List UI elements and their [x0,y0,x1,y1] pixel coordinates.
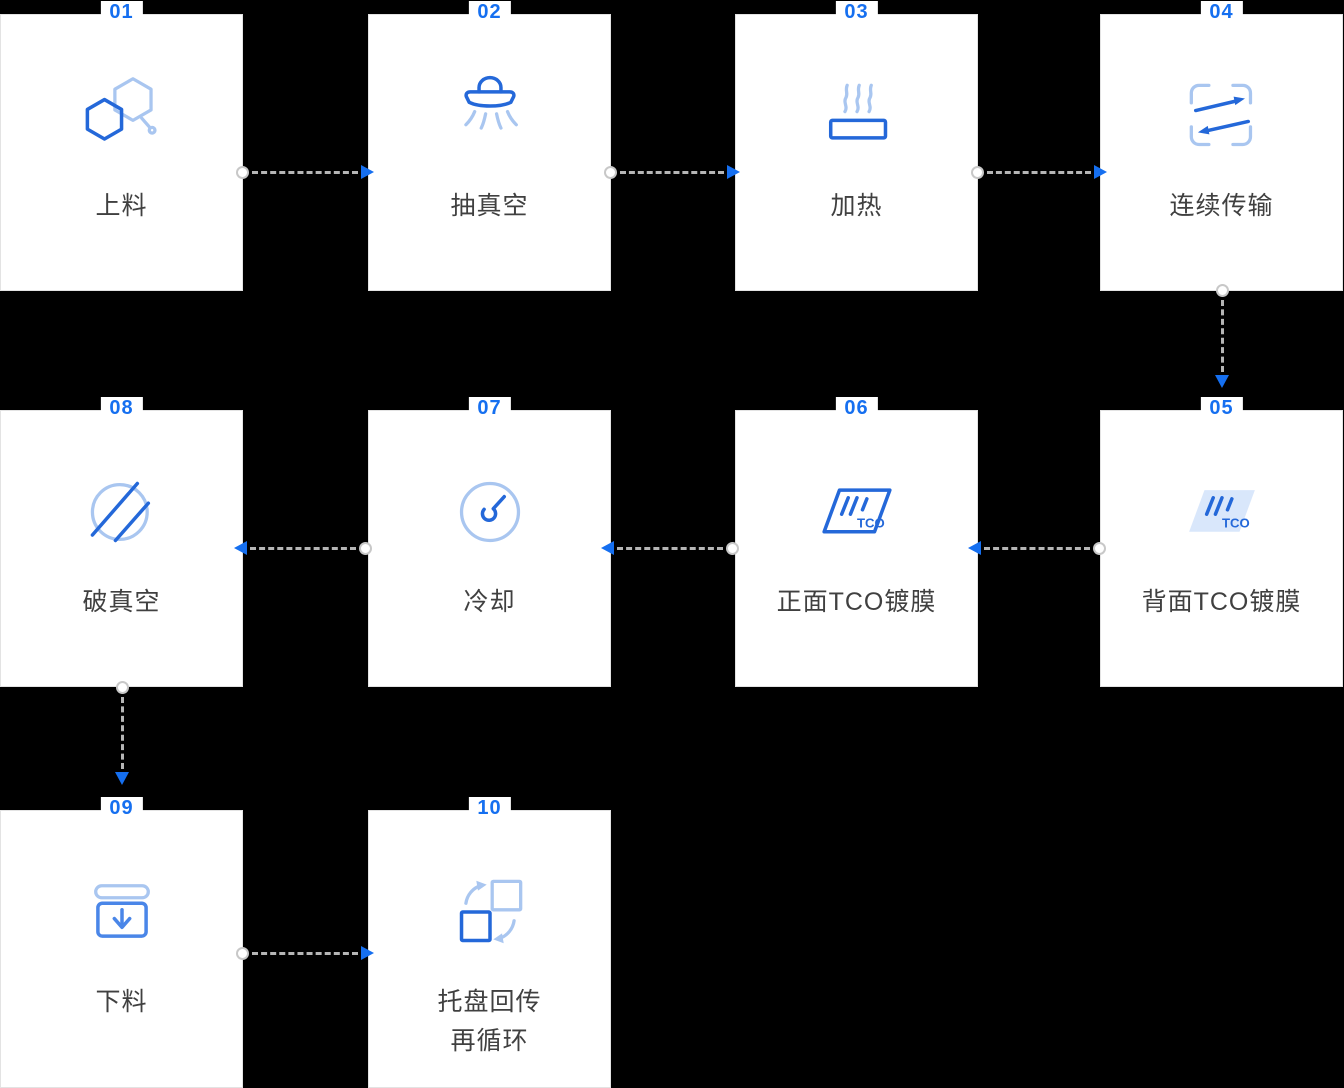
glass-panel-outline-icon: TCO [811,463,903,561]
step-label: 上料 [95,192,148,220]
step-card-08: 08 破真空 [0,397,243,687]
step-number: 10 [468,797,511,820]
step-label-line2: 再循环 [450,1026,529,1055]
connector-dash [1220,300,1224,372]
step-card-01: 01 上料 [0,1,243,291]
step-card-03: 03 加热 [735,1,978,291]
step-label: 抽真空 [450,192,529,220]
vacuum-hood-icon [444,67,536,165]
connector-dot [1093,541,1106,555]
arrow-right-icon [1094,165,1107,179]
step-card-09: 09 下料 [0,797,243,1088]
step-number: 05 [1200,397,1243,420]
step-card-02: 02 抽真空 [368,1,611,291]
step-card-06: 06 TCO 正面TCO镀膜 [735,397,978,687]
step-card-10: 10 托盘回传 再循环 [368,797,611,1088]
step-number: 03 [835,1,878,24]
connector-dash [984,546,1090,550]
svg-text:TCO: TCO [1222,515,1250,530]
step-label: 下料 [95,988,148,1016]
step-card-07: 07 冷却 [368,397,611,687]
molecule-icon [76,67,168,165]
arrow-right-icon [727,165,740,179]
step-card-04: 04 连续传输 [1100,1,1343,291]
connector-dash [252,951,358,955]
connector-04-to-05 [1214,284,1230,388]
step-label: 托盘回传 再循环 [437,983,541,1061]
connector-01-to-02 [236,164,374,180]
step-number: 08 [100,397,143,420]
step-label: 正面TCO镀膜 [776,588,937,616]
connector-09-to-10 [236,945,374,961]
connector-dot [236,946,249,960]
connector-dash [617,546,723,550]
connector-02-to-03 [604,164,740,180]
connector-06-to-07 [601,540,739,556]
step-card-05: 05 TCO 背面TCO镀膜 [1100,397,1343,687]
step-number: 06 [835,397,878,420]
circle-slash-icon [76,463,168,561]
step-label: 背面TCO镀膜 [1141,588,1302,616]
connector-dash [620,170,724,174]
step-label: 加热 [830,192,883,220]
connector-dash [252,170,358,174]
step-number: 01 [100,1,143,24]
connector-dash [120,697,124,769]
recycle-trays-icon [444,863,536,961]
arrow-left-icon [968,541,981,555]
connector-dot [359,541,372,555]
unload-box-icon [76,863,168,961]
connector-07-to-08 [234,540,372,556]
arrow-down-icon [115,772,129,785]
connector-dash [250,546,356,550]
arrow-right-icon [361,165,374,179]
step-number: 07 [468,397,511,420]
connector-dot [115,681,129,694]
connector-05-to-06 [968,540,1106,556]
svg-text:TCO: TCO [857,515,885,530]
connector-dot [236,165,249,179]
step-number: 04 [1200,1,1243,24]
glass-panel-filled-icon: TCO [1176,463,1268,561]
heater-icon [811,67,903,165]
arrow-left-icon [234,541,247,555]
connector-dot [726,541,739,555]
arrow-down-icon [1215,375,1229,388]
connector-03-to-04 [971,164,1107,180]
connector-dash [987,170,1091,174]
connector-dot [1215,284,1229,297]
gauge-icon [444,463,536,561]
connector-08-to-09 [114,681,130,785]
step-number: 09 [100,797,143,820]
connector-dot [604,165,617,179]
step-number: 02 [468,1,511,24]
step-label-line1: 托盘回传 [437,988,542,1016]
arrow-right-icon [361,946,374,960]
step-label: 破真空 [82,588,161,616]
connector-dot [971,165,984,179]
step-label: 连续传输 [1169,192,1274,220]
arrow-left-icon [601,541,614,555]
transfer-arrows-icon [1176,67,1268,165]
step-label: 冷却 [463,588,516,616]
